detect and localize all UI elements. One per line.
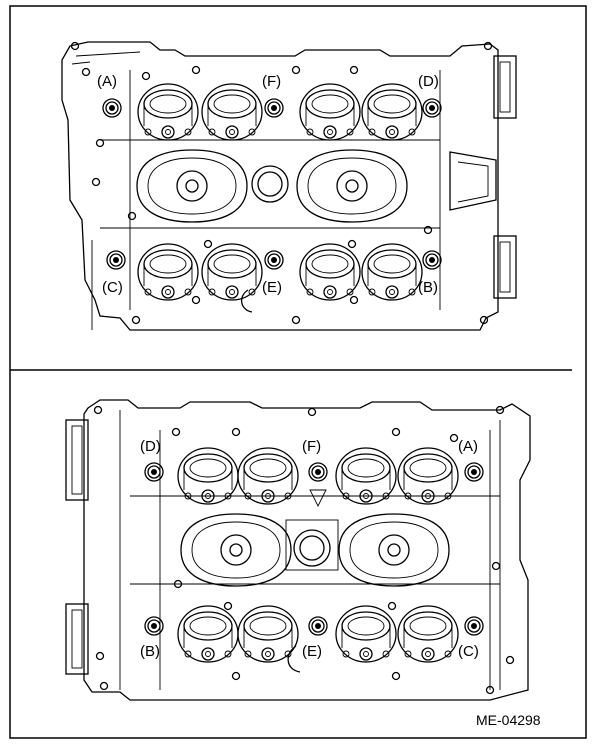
bolt-f-lower — [308, 462, 328, 482]
bolt-e-lower — [308, 616, 328, 636]
label-f-upper: (F) — [262, 73, 281, 90]
bolt-a-lower — [464, 462, 484, 482]
bolt-c-upper — [106, 250, 126, 270]
label-a-lower: (A) — [458, 438, 478, 455]
bolt-a-upper — [102, 98, 122, 118]
upper-cylinder-head: (A) (F) (D) (C) (E) (B) — [61, 41, 517, 331]
label-f-lower: (F) — [302, 438, 321, 455]
label-a-upper: (A) — [97, 73, 117, 90]
figure-code: ME-04298 — [476, 712, 541, 728]
label-d-upper: (D) — [418, 73, 439, 90]
bolt-f-upper — [264, 98, 284, 118]
label-e-upper: (E) — [262, 279, 282, 296]
label-c-upper: (C) — [102, 279, 123, 296]
label-d-lower: (D) — [140, 438, 161, 455]
label-b-upper: (B) — [418, 279, 438, 296]
bolt-d-upper — [422, 98, 442, 118]
label-e-lower: (E) — [302, 643, 322, 660]
bolt-d-lower — [144, 462, 164, 482]
bolt-e-upper — [264, 250, 284, 270]
bolt-b-upper — [422, 250, 442, 270]
bolt-c-lower — [464, 616, 484, 636]
bolt-b-lower — [144, 616, 164, 636]
figure-frame — [9, 5, 587, 739]
label-b-lower: (B) — [140, 643, 160, 660]
lower-cylinder-head: (D) (F) (A) (B) (E) (C) — [65, 399, 531, 701]
label-c-lower: (C) — [458, 643, 479, 660]
